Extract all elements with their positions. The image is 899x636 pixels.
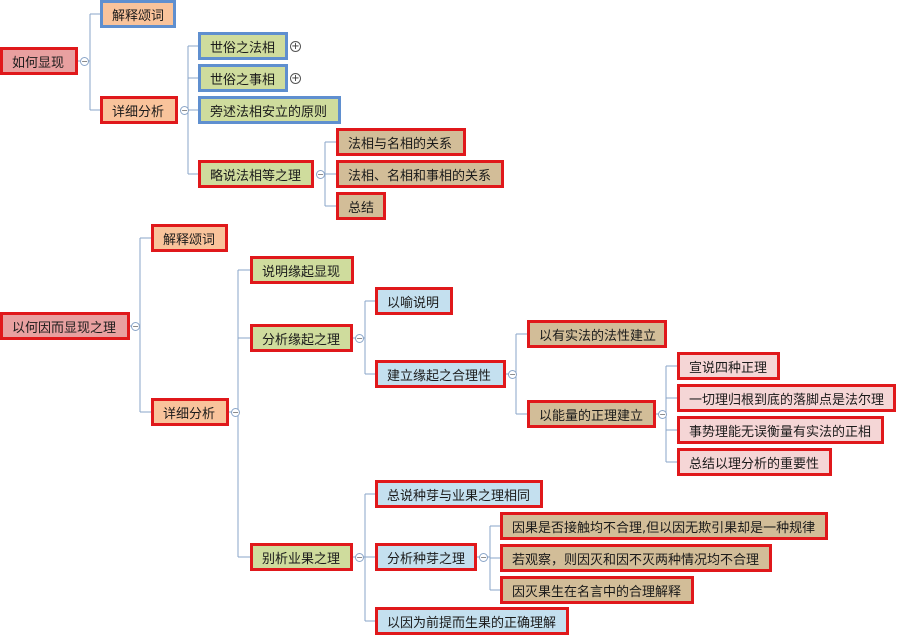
- collapse-toggle-icon[interactable]: −: [131, 322, 140, 331]
- topic-nature-logic[interactable]: 一切理归根到底的落脚点是法尔理: [677, 384, 896, 412]
- topic-t1-explain-verse[interactable]: 解释颂词: [100, 0, 176, 28]
- topic-cause-cease-effect-arise[interactable]: 因灭果生在名言中的合理解释: [500, 576, 694, 604]
- topic-t2-detailed-analysis[interactable]: 详细分析: [151, 398, 229, 426]
- topic-causal-efficacy-logic[interactable]: 事势理能无误衡量有实法的正相: [677, 416, 884, 444]
- collapse-toggle-icon[interactable]: −: [508, 370, 517, 379]
- topic-t1-summary[interactable]: 总结: [336, 192, 386, 220]
- topic-conventional-phenomenon[interactable]: 世俗之事相: [198, 64, 288, 92]
- topic-analyze-karma[interactable]: 别析业果之理: [250, 543, 353, 571]
- topic-establish-by-dharmata[interactable]: 以有实法的法性建立: [527, 320, 667, 348]
- topic-characteristic-name[interactable]: 法相与名相的关系: [336, 128, 466, 156]
- collapse-toggle-icon[interactable]: −: [231, 408, 240, 417]
- topic-characteristic-name-phenomenon[interactable]: 法相、名相和事相的关系: [336, 160, 504, 188]
- topic-conventional-characteristic[interactable]: 世俗之法相: [198, 32, 288, 60]
- topic-four-logics[interactable]: 宣说四种正理: [677, 352, 780, 380]
- topic-importance-of-analysis[interactable]: 总结以理分析的重要性: [677, 448, 832, 476]
- collapse-toggle-icon[interactable]: −: [479, 553, 488, 562]
- topic-analyze-seed-sprout[interactable]: 分析种芽之理: [375, 543, 477, 571]
- topic-t2-explain-verse[interactable]: 解释颂词: [151, 224, 228, 252]
- topic-cause-premise-effect[interactable]: 以因为前提而生果的正确理解: [375, 607, 569, 635]
- topic-brief-characteristic[interactable]: 略说法相等之理: [198, 160, 314, 188]
- topic-seed-sprout-karma-same[interactable]: 总说种芽与业果之理相同: [375, 480, 543, 508]
- topic-explain-dependent-origination[interactable]: 说明缘起显现: [250, 256, 354, 284]
- collapse-toggle-icon[interactable]: −: [355, 334, 364, 343]
- collapse-toggle-icon[interactable]: −: [658, 410, 667, 419]
- expand-plus-icon[interactable]: +: [290, 41, 301, 52]
- topic-cause-contact-unreasonable[interactable]: 因果是否接触均不合理,但以因无欺引果却是一种规律: [500, 512, 828, 540]
- collapse-toggle-icon[interactable]: −: [316, 170, 325, 179]
- topic-establish-reasonableness[interactable]: 建立缘起之合理性: [375, 360, 506, 388]
- topic-t1-detailed-analysis[interactable]: 详细分析: [100, 96, 178, 124]
- expand-plus-icon[interactable]: +: [290, 73, 301, 84]
- topic-how-appears[interactable]: 如何显现: [0, 47, 78, 75]
- topic-establish-by-valid-logic[interactable]: 以能量的正理建立: [527, 400, 656, 428]
- collapse-toggle-icon[interactable]: −: [180, 106, 189, 115]
- collapse-toggle-icon[interactable]: −: [80, 57, 89, 66]
- topic-characteristic-principle[interactable]: 旁述法相安立的原则: [198, 96, 341, 124]
- topic-analyze-dependent-origination[interactable]: 分析缘起之理: [250, 324, 353, 352]
- topic-cause-of-appearance[interactable]: 以何因而显现之理: [0, 312, 130, 340]
- topic-cause-cease-or-not[interactable]: 若观察，则因灭和因不灭两种情况均不合理: [500, 544, 772, 572]
- topic-explain-by-analogy[interactable]: 以喻说明: [375, 287, 453, 315]
- collapse-toggle-icon[interactable]: −: [355, 553, 364, 562]
